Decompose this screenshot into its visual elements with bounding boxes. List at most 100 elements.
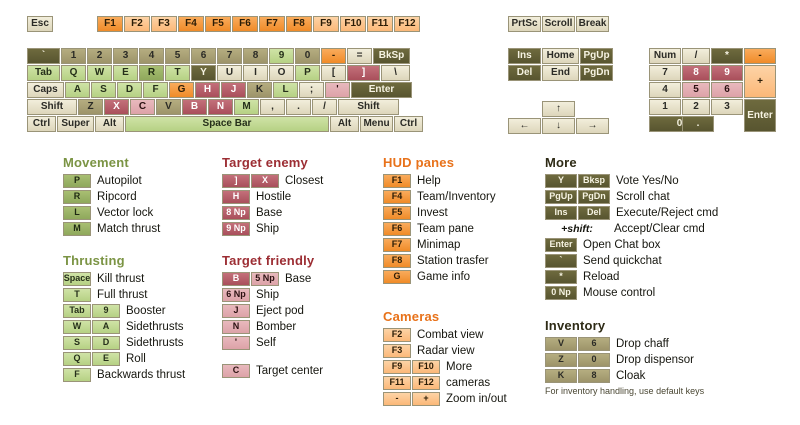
key-0[interactable]: 0	[578, 352, 610, 367]
key-b[interactable]: B	[182, 99, 207, 115]
key-w[interactable]: W	[87, 65, 112, 81]
key-g[interactable]: G	[169, 82, 194, 98]
key-f1[interactable]: F1	[97, 16, 123, 32]
key-z[interactable]: Z	[545, 352, 577, 367]
key-w[interactable]: W	[63, 319, 91, 334]
key-[interactable]: `	[545, 253, 577, 268]
key-f11[interactable]: F11	[383, 375, 411, 390]
key-[interactable]: ↓	[542, 118, 575, 134]
key-z[interactable]: Z	[78, 99, 103, 115]
key-bksp[interactable]: BkSp	[373, 48, 410, 64]
key-f12[interactable]: F12	[394, 16, 420, 32]
key-t[interactable]: T	[165, 65, 190, 81]
key-8[interactable]: 8	[578, 368, 610, 383]
key-9[interactable]: 9	[92, 303, 120, 318]
key-space-bar[interactable]: Space Bar	[125, 116, 329, 132]
key-[interactable]: ,	[260, 99, 285, 115]
key-num[interactable]: Num	[649, 48, 681, 64]
key-d[interactable]: D	[92, 335, 120, 350]
key-ctrl[interactable]: Ctrl	[394, 116, 423, 132]
key-g[interactable]: G	[383, 269, 411, 284]
key-pgup[interactable]: PgUp	[545, 189, 577, 204]
key-j[interactable]: J	[222, 303, 250, 318]
key-break[interactable]: Break	[576, 16, 609, 32]
key-9-np[interactable]: 9 Np	[222, 221, 250, 236]
key-a[interactable]: A	[92, 319, 120, 334]
key-f[interactable]: F	[63, 367, 91, 382]
key-r[interactable]: R	[139, 65, 164, 81]
key-[interactable]: =	[347, 48, 372, 64]
key-tab[interactable]: Tab	[27, 65, 60, 81]
key-l[interactable]: L	[273, 82, 298, 98]
key-[interactable]: /	[312, 99, 337, 115]
key-s[interactable]: S	[63, 335, 91, 350]
key-shift[interactable]: Shift	[27, 99, 77, 115]
key-6[interactable]: 6	[711, 82, 743, 98]
key-7[interactable]: 7	[217, 48, 242, 64]
key-f1[interactable]: F1	[383, 173, 411, 188]
key-k[interactable]: K	[247, 82, 272, 98]
key-1[interactable]: 1	[649, 99, 681, 115]
key-a[interactable]: A	[65, 82, 90, 98]
key-y[interactable]: Y	[545, 173, 577, 188]
key-v[interactable]: V	[156, 99, 181, 115]
key-[interactable]: `	[27, 48, 60, 64]
key-m[interactable]: M	[234, 99, 259, 115]
key-f6[interactable]: F6	[383, 221, 411, 236]
key-f4[interactable]: F4	[178, 16, 204, 32]
key-7[interactable]: 7	[649, 65, 681, 81]
key-5[interactable]: 5	[165, 48, 190, 64]
key-o[interactable]: O	[269, 65, 294, 81]
key-f2[interactable]: F2	[383, 327, 411, 342]
key-shift[interactable]: Shift	[338, 99, 399, 115]
key-q[interactable]: Q	[61, 65, 86, 81]
key-x[interactable]: X	[104, 99, 129, 115]
key-super[interactable]: Super	[57, 116, 94, 132]
key-d[interactable]: D	[117, 82, 142, 98]
key-f4[interactable]: F4	[383, 189, 411, 204]
key-1[interactable]: 1	[61, 48, 86, 64]
key-[interactable]: '	[222, 335, 250, 350]
key-f8[interactable]: F8	[286, 16, 312, 32]
key-f10[interactable]: F10	[412, 359, 440, 374]
key-x[interactable]: X	[251, 173, 279, 188]
key-f7[interactable]: F7	[259, 16, 285, 32]
key-v[interactable]: V	[545, 336, 577, 351]
key-6[interactable]: 6	[191, 48, 216, 64]
key-esc[interactable]: Esc	[27, 16, 53, 32]
key-ctrl[interactable]: Ctrl	[27, 116, 56, 132]
key-ins[interactable]: Ins	[545, 205, 577, 220]
key-4[interactable]: 4	[139, 48, 164, 64]
key-[interactable]: -	[744, 48, 776, 64]
key-r[interactable]: R	[63, 189, 91, 204]
key-[interactable]: [	[321, 65, 346, 81]
key-[interactable]: →	[576, 118, 609, 134]
key-f3[interactable]: F3	[151, 16, 177, 32]
key-u[interactable]: U	[217, 65, 242, 81]
key-f7[interactable]: F7	[383, 237, 411, 252]
key-[interactable]: \	[381, 65, 410, 81]
key-enter[interactable]: Enter	[545, 237, 577, 252]
key-e[interactable]: E	[92, 351, 120, 366]
key-[interactable]: .	[286, 99, 311, 115]
key-[interactable]: ]	[347, 65, 380, 81]
key-[interactable]: -	[321, 48, 346, 64]
key-6-np[interactable]: 6 Np	[222, 287, 250, 302]
key-6[interactable]: 6	[578, 336, 610, 351]
key-0[interactable]: 0	[295, 48, 320, 64]
key-b[interactable]: B	[222, 271, 250, 286]
key-j[interactable]: J	[221, 82, 246, 98]
key-scroll[interactable]: Scroll	[542, 16, 575, 32]
key-e[interactable]: E	[113, 65, 138, 81]
key-[interactable]: '	[325, 82, 350, 98]
key-3[interactable]: 3	[711, 99, 743, 115]
key-enter[interactable]: Enter	[351, 82, 412, 98]
key-2[interactable]: 2	[682, 99, 710, 115]
key-f2[interactable]: F2	[124, 16, 150, 32]
key-9[interactable]: 9	[711, 65, 743, 81]
key-f8[interactable]: F8	[383, 253, 411, 268]
key-home[interactable]: Home	[542, 48, 579, 64]
key-ins[interactable]: Ins	[508, 48, 541, 64]
key-c[interactable]: C	[222, 363, 250, 378]
key-caps[interactable]: Caps	[27, 82, 64, 98]
